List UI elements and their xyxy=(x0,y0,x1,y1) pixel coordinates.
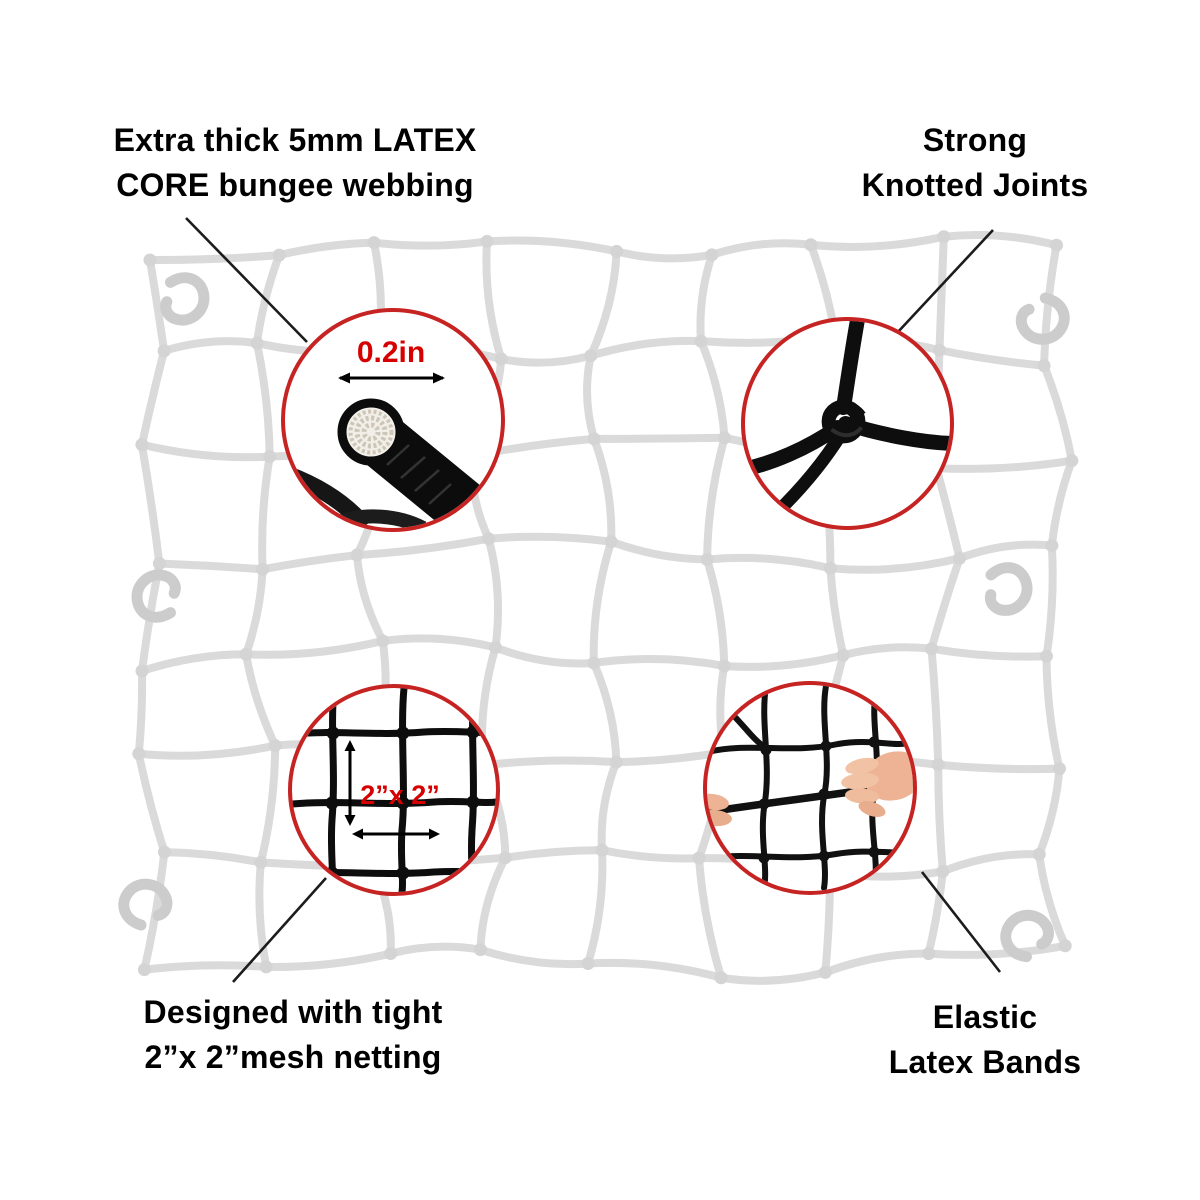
hook-icon xyxy=(1000,909,1054,963)
detail-circle-webbing: 0.2in xyxy=(281,308,505,532)
hook-icon xyxy=(118,878,173,931)
mesh-size-label: 2”x 2” xyxy=(360,780,440,810)
callout-label-latex-bands: Elastic Latex Bands xyxy=(785,995,1185,1086)
label-line: Knotted Joints xyxy=(861,167,1089,204)
label-line: 2”x 2”mesh netting xyxy=(144,1039,442,1076)
label-line: CORE bungee webbing xyxy=(116,167,474,204)
label-line: Strong xyxy=(922,122,1028,158)
hook-icon xyxy=(160,272,210,326)
hook-icon xyxy=(984,562,1033,616)
label-line: Designed with tight xyxy=(143,994,443,1030)
leader-line-top-right xyxy=(896,229,994,334)
leader-line-top-left xyxy=(185,217,308,343)
mesh-grid-photo: 2”x 2” xyxy=(292,688,496,892)
leader-lines xyxy=(185,217,1002,983)
detail-circle-mesh: 2”x 2” xyxy=(288,684,500,896)
label-line: Latex Bands xyxy=(888,1044,1082,1081)
callout-label-webbing: Extra thick 5mm LATEX CORE bungee webbin… xyxy=(95,118,495,209)
leader-line-bottom-right xyxy=(920,871,1002,973)
label-line: Elastic xyxy=(932,999,1038,1035)
knotted-joint-photo xyxy=(745,321,950,526)
diameter-measure-arrow xyxy=(338,372,445,384)
detail-circle-latex-bands xyxy=(703,681,917,895)
faded-net-mesh xyxy=(132,230,1079,985)
mesh-measure-arrows xyxy=(344,740,440,840)
hook-icon xyxy=(131,569,181,623)
hands-stretching-net-photo xyxy=(707,685,913,891)
callout-label-mesh: Designed with tight 2”x 2”mesh netting xyxy=(93,990,493,1081)
bungee-cross-section-photo: 0.2in xyxy=(285,336,499,528)
net-hooks xyxy=(118,272,1070,963)
right-hand xyxy=(841,751,913,817)
detail-circle-knot xyxy=(741,317,954,530)
left-hand xyxy=(707,793,732,827)
callout-label-knots: Strong Knotted Joints xyxy=(775,118,1175,209)
leader-line-bottom-left xyxy=(232,877,327,983)
label-line: Extra thick 5mm LATEX xyxy=(113,122,477,158)
diameter-label: 0.2in xyxy=(357,336,425,369)
hook-icon xyxy=(1015,292,1070,345)
